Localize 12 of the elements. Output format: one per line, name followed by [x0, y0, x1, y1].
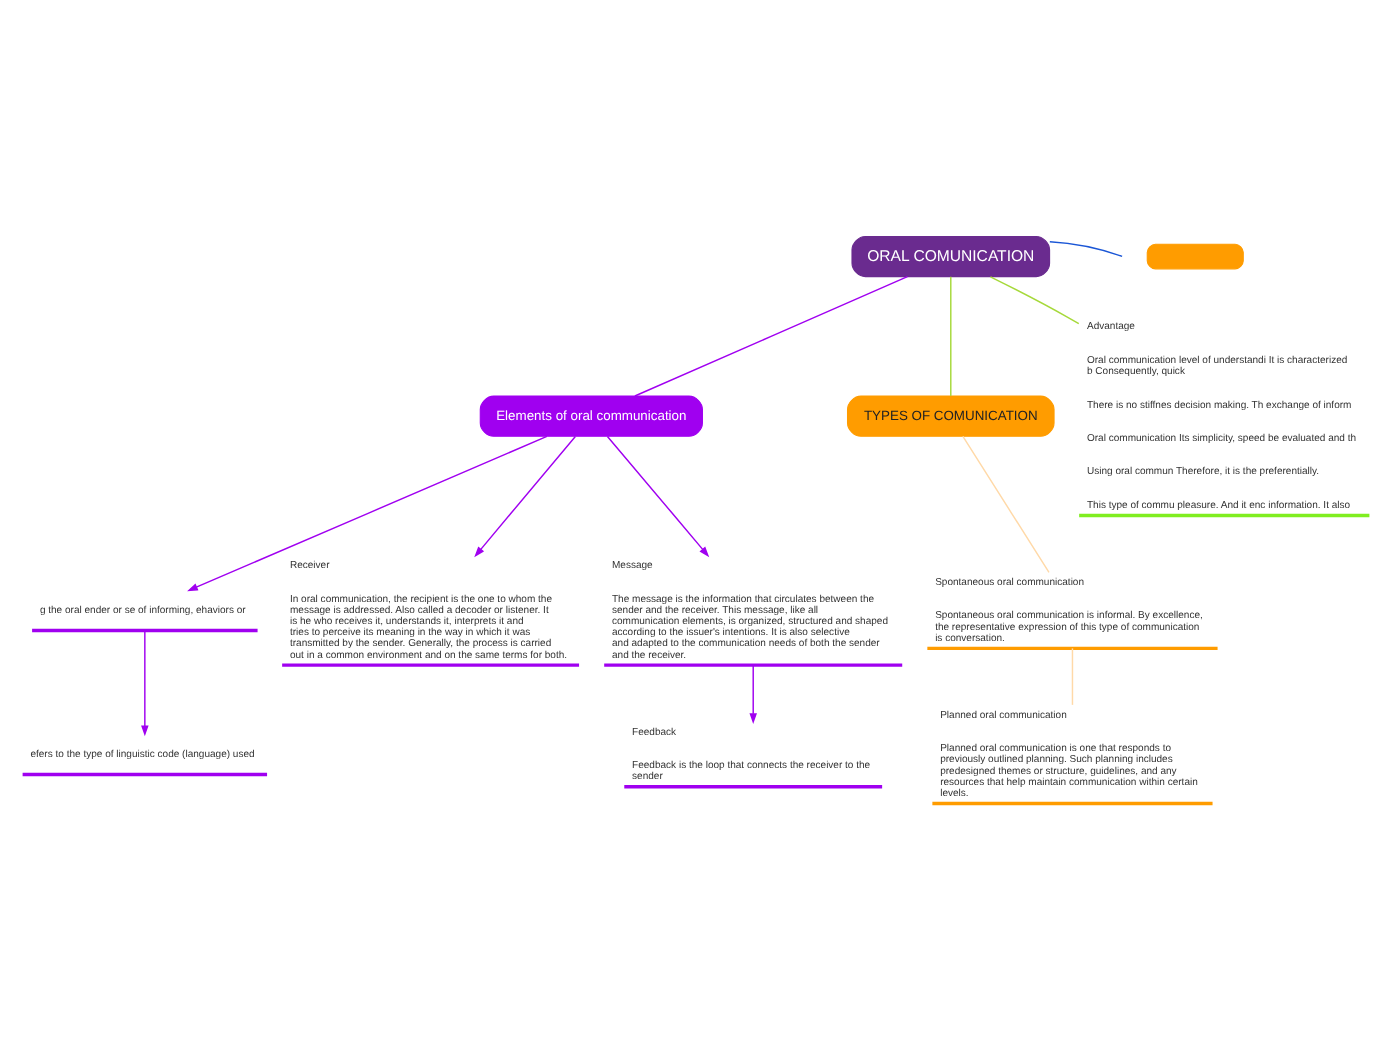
connector: [989, 276, 1080, 325]
arrow: [606, 435, 710, 558]
connector: [1071, 647, 1074, 706]
node-box: [1146, 243, 1244, 270]
arrow: [141, 629, 149, 737]
connector: [634, 275, 909, 397]
arrow: [187, 435, 548, 592]
connector: [962, 435, 1050, 573]
connector: [1049, 241, 1123, 258]
arrow: [474, 435, 577, 558]
connector: [950, 275, 952, 397]
arrow: [749, 664, 757, 725]
